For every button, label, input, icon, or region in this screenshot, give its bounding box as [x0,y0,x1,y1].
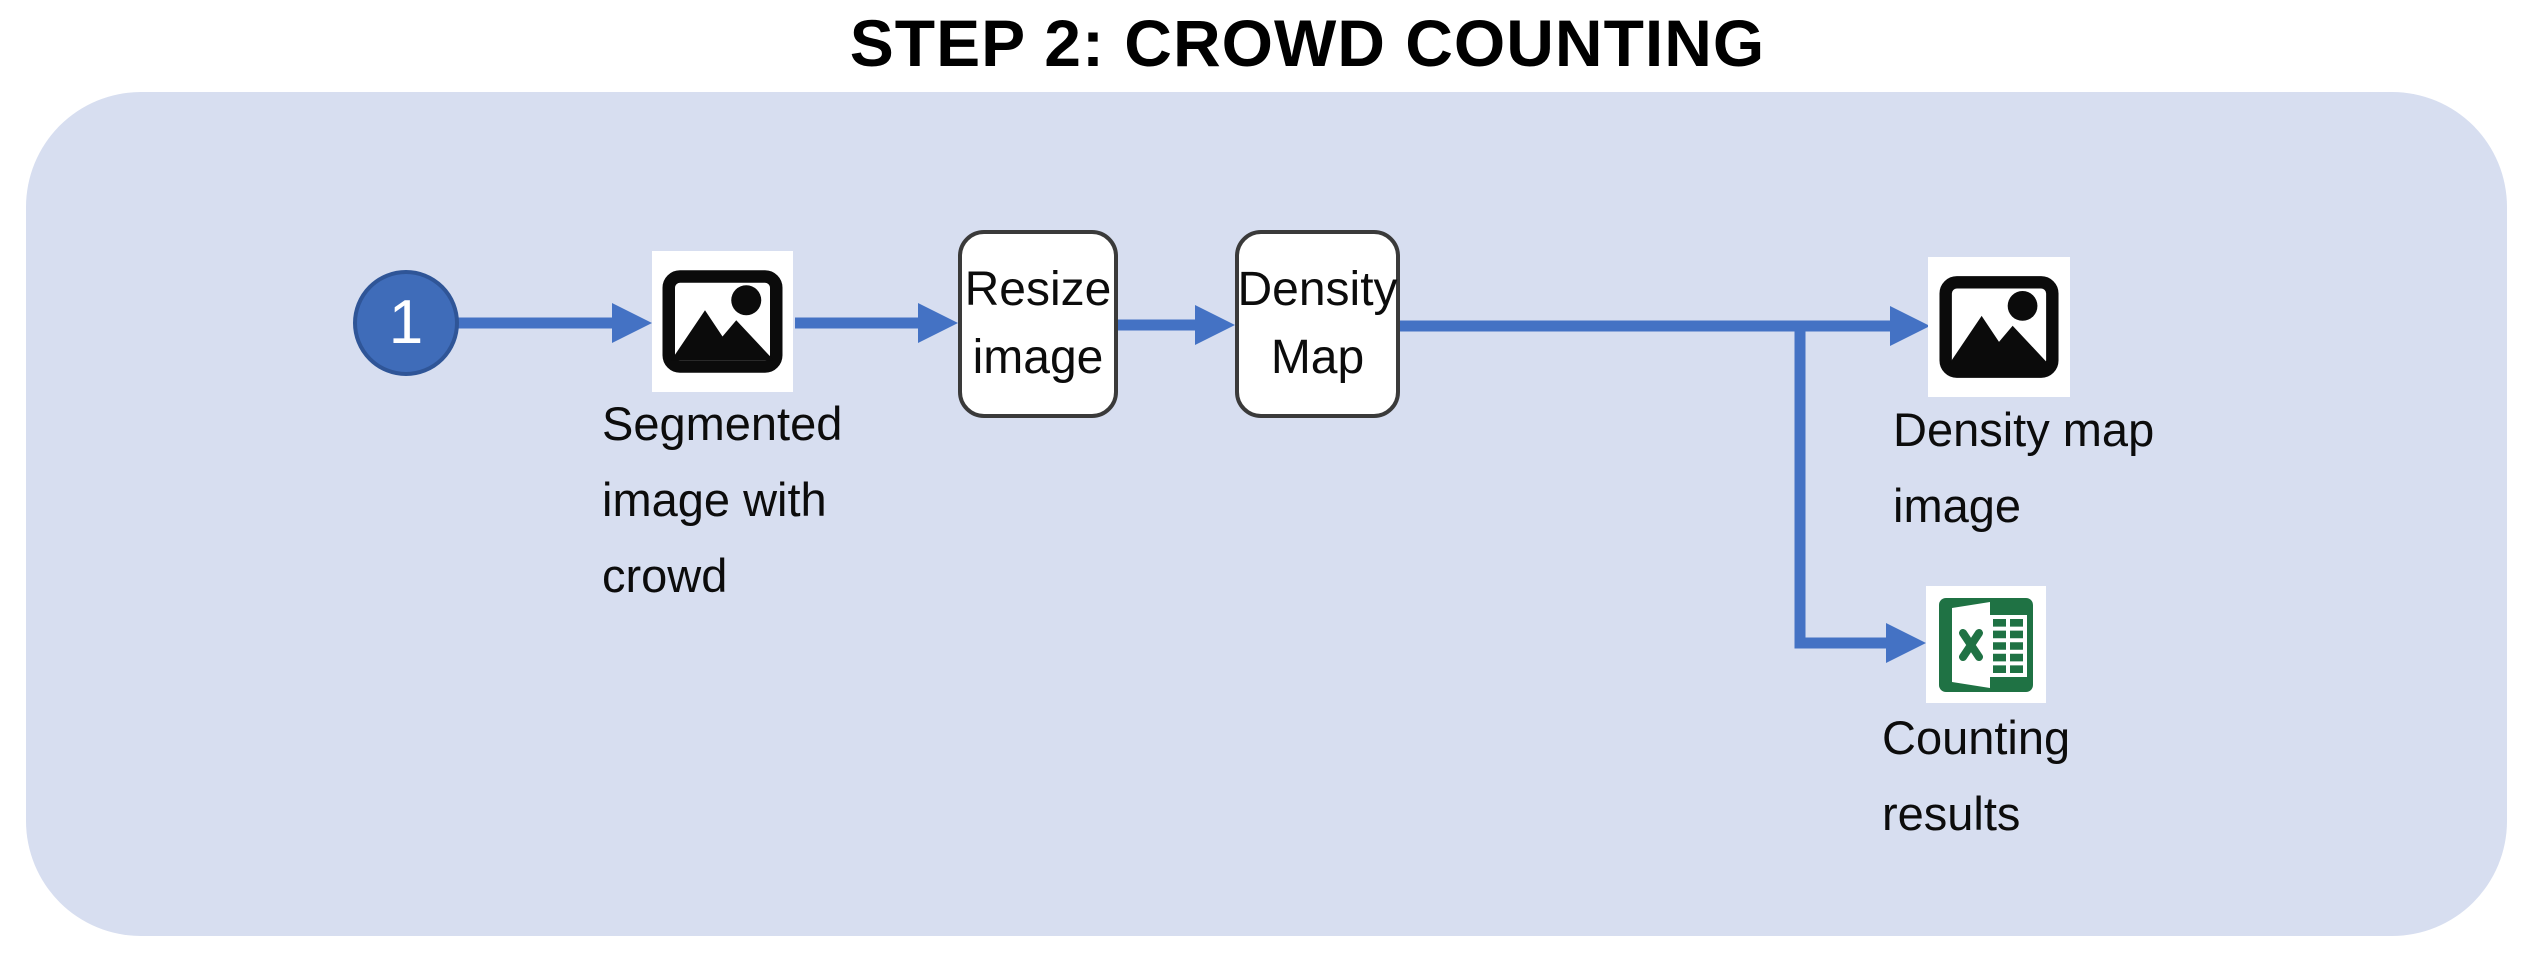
label-line: image with [602,473,827,526]
arrowhead [612,303,652,343]
image-icon [1939,276,2059,378]
excel-icon [1939,597,2033,692]
arrow-badge-to-segmented-image [458,303,652,343]
step-badge-number: 1 [388,288,424,357]
arrowhead [1886,623,1926,663]
arrowhead [1195,305,1235,345]
density-map-image-icon-box [1928,257,2070,397]
density-map-box-line: Density [1237,263,1398,316]
counting-results-icon-box [1926,586,2046,703]
label-line: crowd [602,549,728,602]
resize-box-line: image [972,331,1104,384]
arrow-density-map-to-density-image [1400,306,1930,346]
label-line: Counting [1882,711,2071,764]
arrowhead [1890,306,1930,346]
label-line: results [1882,787,2021,840]
density-map-box-line: Map [1270,331,1365,384]
arrowhead [918,303,958,343]
density-map-image-label: Density map image [1893,392,2154,544]
arrow-resize-to-density-map [1118,305,1235,345]
label-line: Density map [1893,403,2155,456]
connector-elbow [1794,326,1888,649]
image-icon [662,270,783,373]
counting-results-label: Counting results [1882,700,2070,852]
resize-box-line: Resize [964,263,1112,316]
label-line: image [1893,479,2022,532]
step-badge: 1 [353,270,459,376]
segmented-image-icon-box [652,251,793,392]
diagram-title: STEP 2: CROWD COUNTING [849,6,1766,80]
arrow-density-map-to-counting-results [1794,326,1926,663]
resize-image-box: Resize image [958,230,1118,418]
density-map-box: Density Map [1235,230,1400,418]
arrow-segmented-image-to-resize [795,303,958,343]
label-line: Segmented [602,397,843,450]
segmented-image-label: Segmented image with crowd [602,386,842,614]
